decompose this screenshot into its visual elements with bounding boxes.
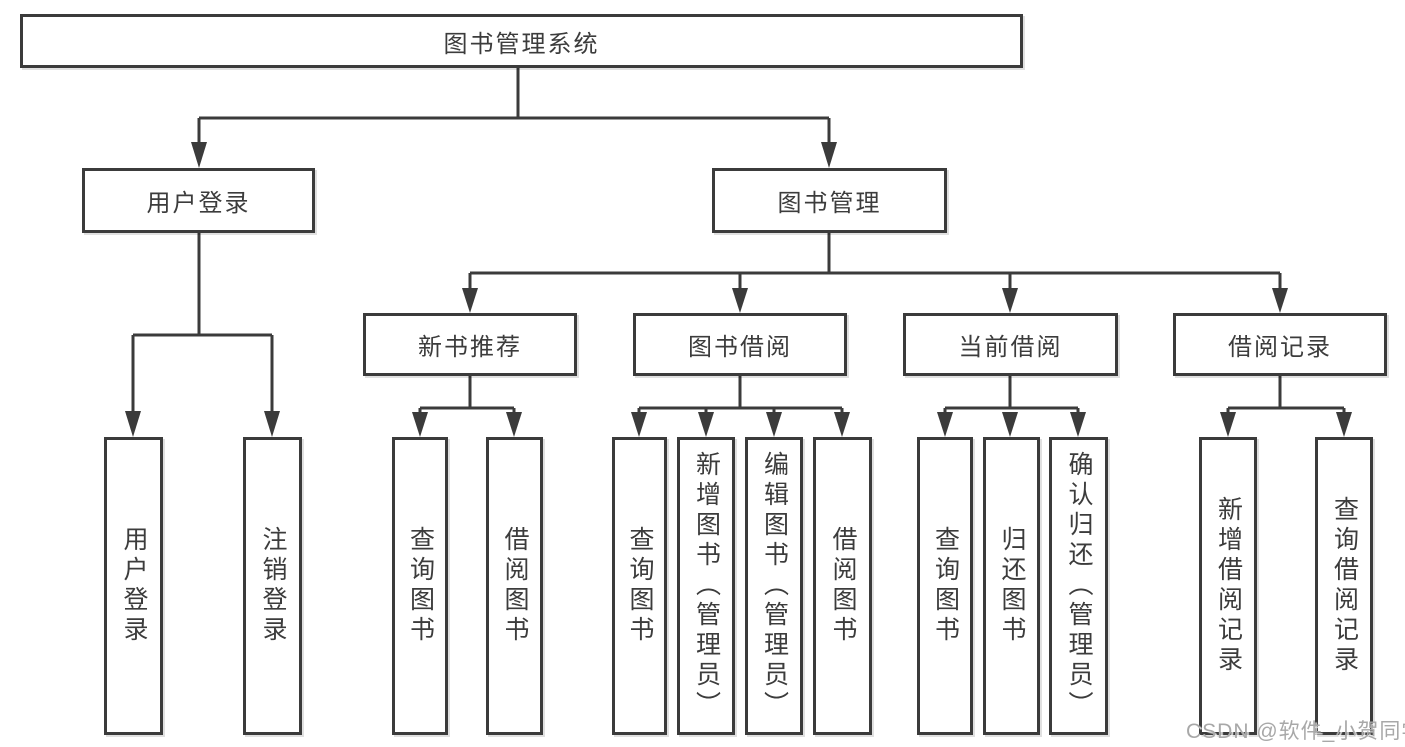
leaf-query-borrow-record-label: 查询借阅记录: [1330, 496, 1359, 676]
node-borrow-record: 借阅记录: [1173, 313, 1387, 376]
node-book-management-label: 图书管理: [777, 190, 882, 217]
node-borrow-record-label: 借阅记录: [1228, 334, 1332, 361]
node-root: 图书管理系统: [20, 14, 1023, 68]
leaf-confirm-return-admin: 确认归还（管理员）: [1049, 437, 1108, 735]
watermark: CSDN @软件_小贺同学: [1186, 720, 1405, 743]
leaf-logout-label: 注销登录: [259, 526, 287, 646]
leaf-borrow-book-1-label: 借阅图书: [501, 526, 529, 646]
leaf-query-book-2: 查询图书: [612, 437, 667, 735]
leaf-return-book-label: 归还图书: [998, 526, 1026, 646]
leaf-add-borrow-record: 新增借阅记录: [1199, 437, 1257, 735]
leaf-edit-book-admin: 编辑图书（管理员）: [745, 437, 803, 735]
leaf-edit-book-admin-label: 编辑图书（管理员）: [760, 451, 789, 721]
node-root-label: 图书管理系统: [443, 30, 600, 58]
leaf-borrow-book-2-label: 借阅图书: [829, 526, 857, 646]
leaf-logout: 注销登录: [243, 437, 302, 735]
leaf-add-borrow-record-label: 新增借阅记录: [1214, 496, 1243, 676]
leaf-query-borrow-record: 查询借阅记录: [1315, 437, 1373, 735]
leaf-add-book-admin: 新增图书（管理员）: [677, 437, 735, 735]
leaf-confirm-return-admin-label: 确认归还（管理员）: [1065, 451, 1093, 721]
leaf-user-login: 用户登录: [104, 437, 163, 735]
leaf-borrow-book-2: 借阅图书: [813, 437, 872, 735]
node-user-login: 用户登录: [82, 168, 315, 233]
leaf-query-book-1: 查询图书: [392, 437, 448, 735]
leaf-add-book-admin-label: 新增图书（管理员）: [692, 451, 721, 721]
leaf-query-book-1-label: 查询图书: [406, 526, 435, 646]
leaf-query-book-3-label: 查询图书: [931, 526, 960, 646]
leaf-user-login-label: 用户登录: [120, 526, 148, 646]
node-current-borrow: 当前借阅: [903, 313, 1118, 376]
leaf-query-book-3: 查询图书: [917, 437, 973, 735]
leaf-query-book-2-label: 查询图书: [626, 526, 654, 646]
leaf-borrow-book-1: 借阅图书: [486, 437, 543, 735]
node-book-borrow: 图书借阅: [633, 313, 847, 376]
node-new-book-recommend-label: 新书推荐: [418, 334, 522, 361]
node-current-borrow-label: 当前借阅: [958, 334, 1063, 361]
node-book-management: 图书管理: [712, 168, 947, 233]
leaf-return-book: 归还图书: [983, 437, 1040, 735]
node-user-login-label: 用户登录: [146, 190, 251, 217]
node-new-book-recommend: 新书推荐: [363, 313, 577, 376]
node-book-borrow-label: 图书借阅: [688, 334, 792, 361]
